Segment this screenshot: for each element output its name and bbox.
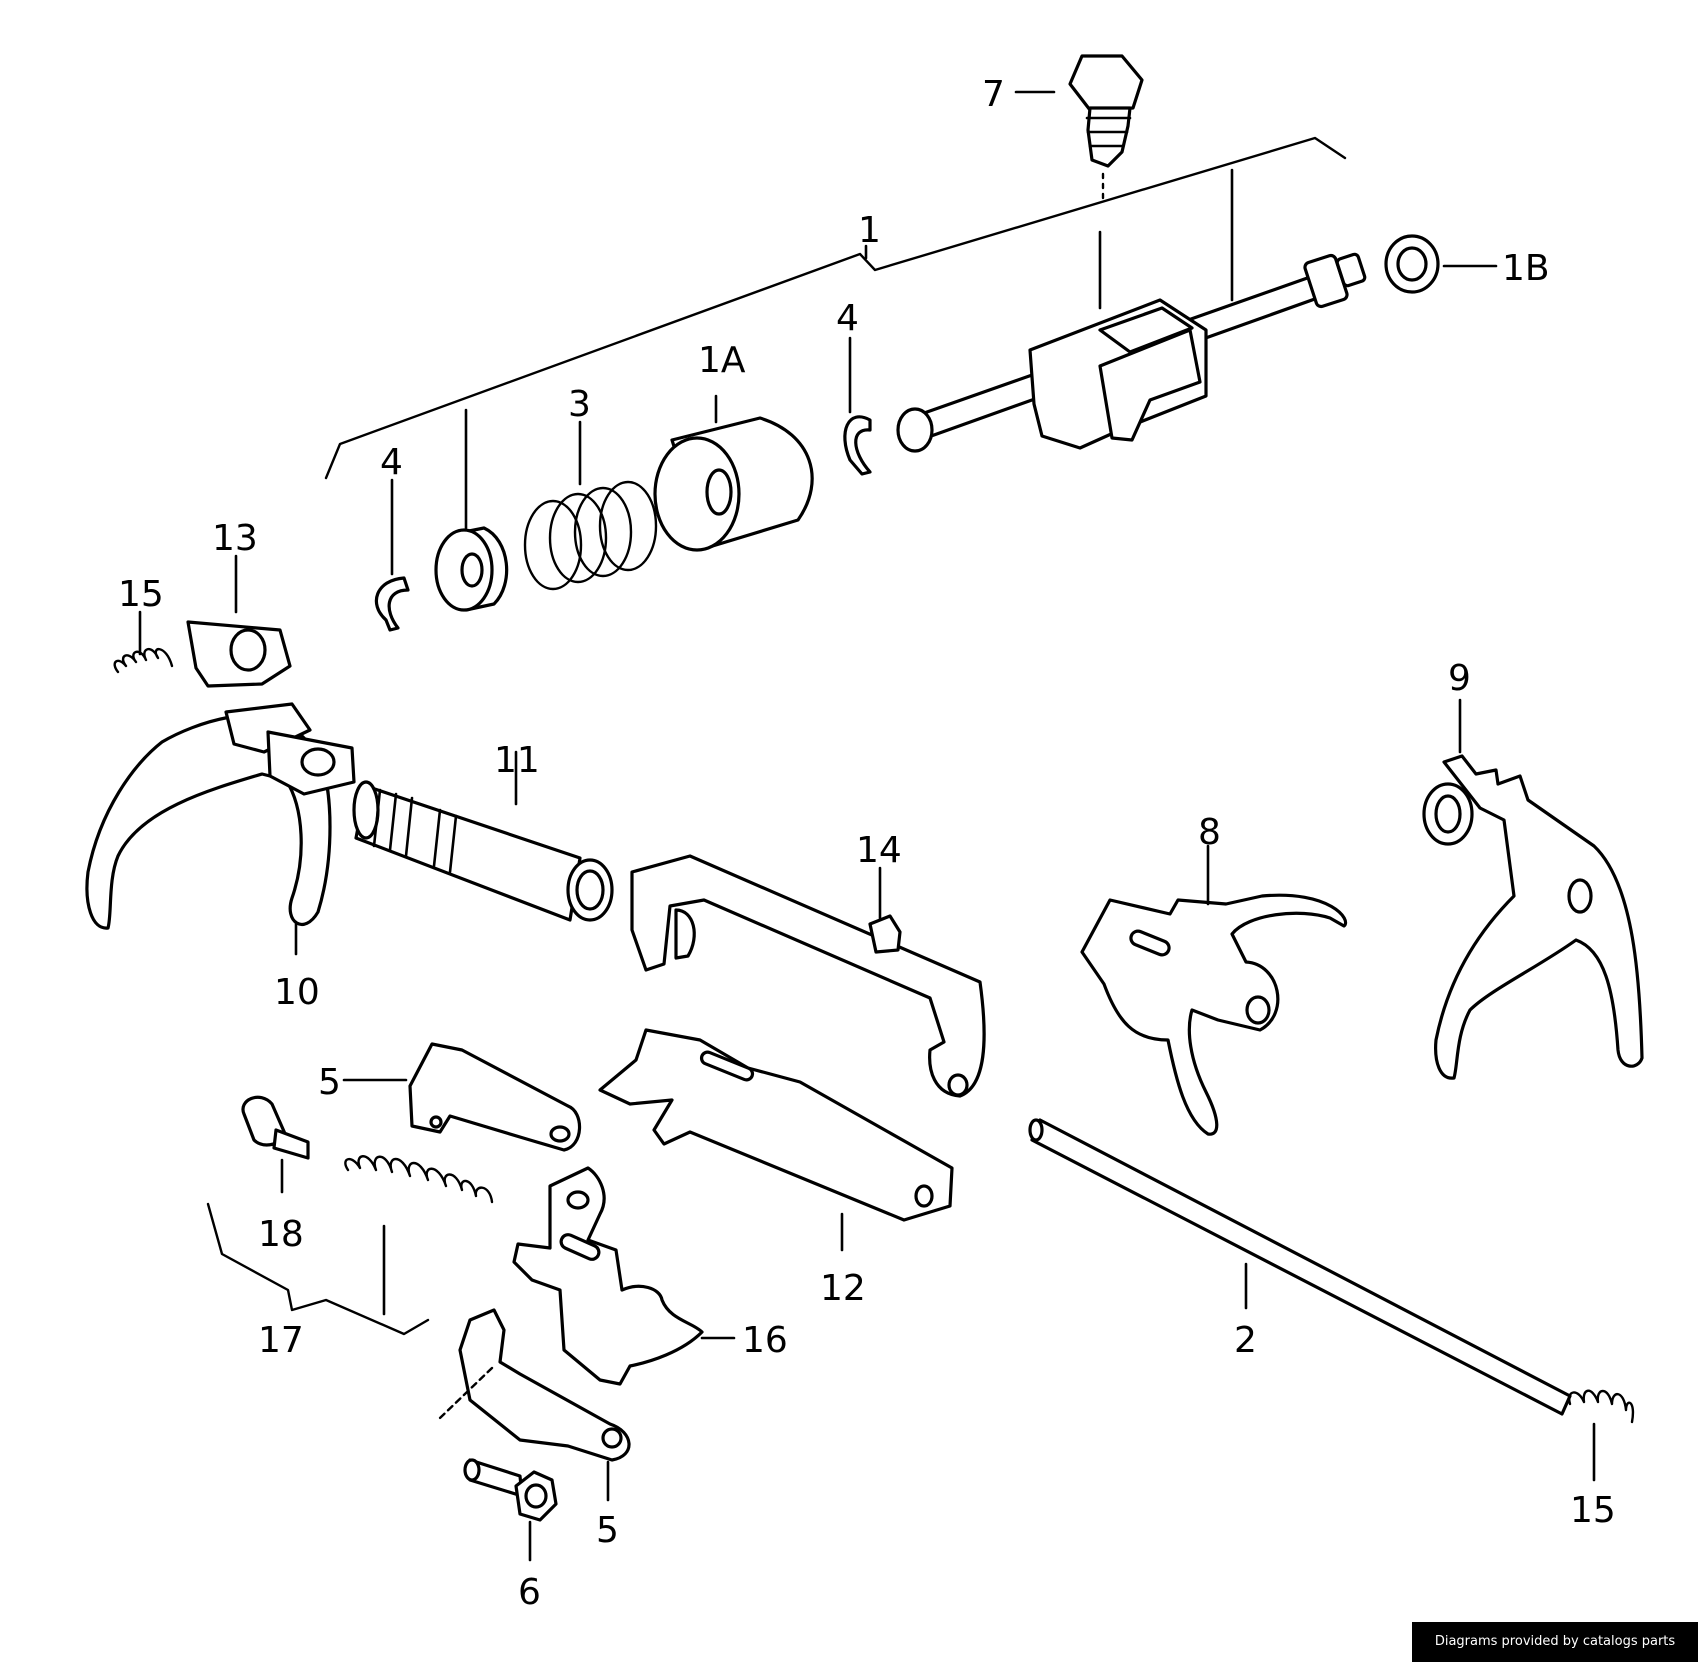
callout-6: 6 bbox=[518, 1572, 541, 1613]
part-7-bolt bbox=[1068, 54, 1144, 200]
part-8-shift-fork bbox=[1080, 844, 1348, 1136]
part-12-shift-rail bbox=[598, 1028, 954, 1252]
callout-12: 12 bbox=[820, 1268, 866, 1309]
callout-labels: 1 1A 1B 2 3 4 4 5 5 6 7 8 9 10 11 12 13 … bbox=[118, 74, 1616, 1613]
callout-5-lower: 5 bbox=[596, 1510, 619, 1551]
part-5-plate-upper bbox=[342, 1042, 582, 1152]
callout-5-upper: 5 bbox=[318, 1062, 341, 1103]
part-1b-washer bbox=[1384, 234, 1498, 294]
callout-4-lower: 4 bbox=[380, 442, 403, 483]
part-1-shift-shaft bbox=[896, 168, 1367, 453]
part-10-shift-fork bbox=[85, 702, 356, 956]
part-16-selector-lever bbox=[512, 1166, 736, 1386]
callout-11: 11 bbox=[494, 740, 540, 781]
part-5-plate-lower bbox=[438, 1308, 631, 1502]
callout-15-right: 15 bbox=[1570, 1490, 1616, 1531]
part-4-circlip-upper bbox=[843, 336, 872, 476]
callout-1: 1 bbox=[858, 210, 881, 251]
assembly-1-bracket bbox=[324, 136, 1347, 480]
callout-16: 16 bbox=[742, 1320, 788, 1361]
part-2-rod bbox=[1028, 1118, 1572, 1416]
part-1a-sleeve bbox=[653, 394, 814, 552]
part-washer-guide bbox=[434, 408, 509, 612]
callout-10: 10 bbox=[274, 972, 320, 1013]
part-17-spring bbox=[344, 1155, 494, 1316]
part-15-spring-right bbox=[1568, 1389, 1635, 1482]
part-14-rail-bracket bbox=[630, 854, 986, 1098]
callout-7: 7 bbox=[982, 74, 1005, 115]
callout-2: 2 bbox=[1234, 1320, 1257, 1361]
part-6-bolt bbox=[463, 1458, 558, 1562]
part-9-shift-fork bbox=[1422, 698, 1644, 1080]
callout-1a: 1A bbox=[698, 340, 746, 381]
callout-17: 17 bbox=[258, 1320, 304, 1361]
part-18-bolt bbox=[241, 1095, 310, 1194]
callout-13: 13 bbox=[212, 518, 258, 559]
part-13-guide-block bbox=[186, 554, 292, 688]
callout-14: 14 bbox=[856, 830, 902, 871]
callout-9: 9 bbox=[1448, 658, 1471, 699]
part-3-spring bbox=[523, 420, 658, 591]
callout-18: 18 bbox=[258, 1214, 304, 1255]
part-4-circlip-lower bbox=[374, 478, 410, 632]
credit-banner: Diagrams provided by catalogs parts bbox=[1412, 1622, 1698, 1662]
callout-1b: 1B bbox=[1502, 248, 1550, 289]
callout-15-left: 15 bbox=[118, 574, 164, 615]
callout-4-upper: 4 bbox=[836, 298, 859, 339]
part-11-shaft bbox=[352, 750, 614, 922]
callout-8: 8 bbox=[1198, 812, 1221, 853]
callout-3: 3 bbox=[568, 384, 591, 425]
part-17-bracket bbox=[206, 1202, 430, 1336]
part-15-spring-left bbox=[113, 610, 174, 674]
